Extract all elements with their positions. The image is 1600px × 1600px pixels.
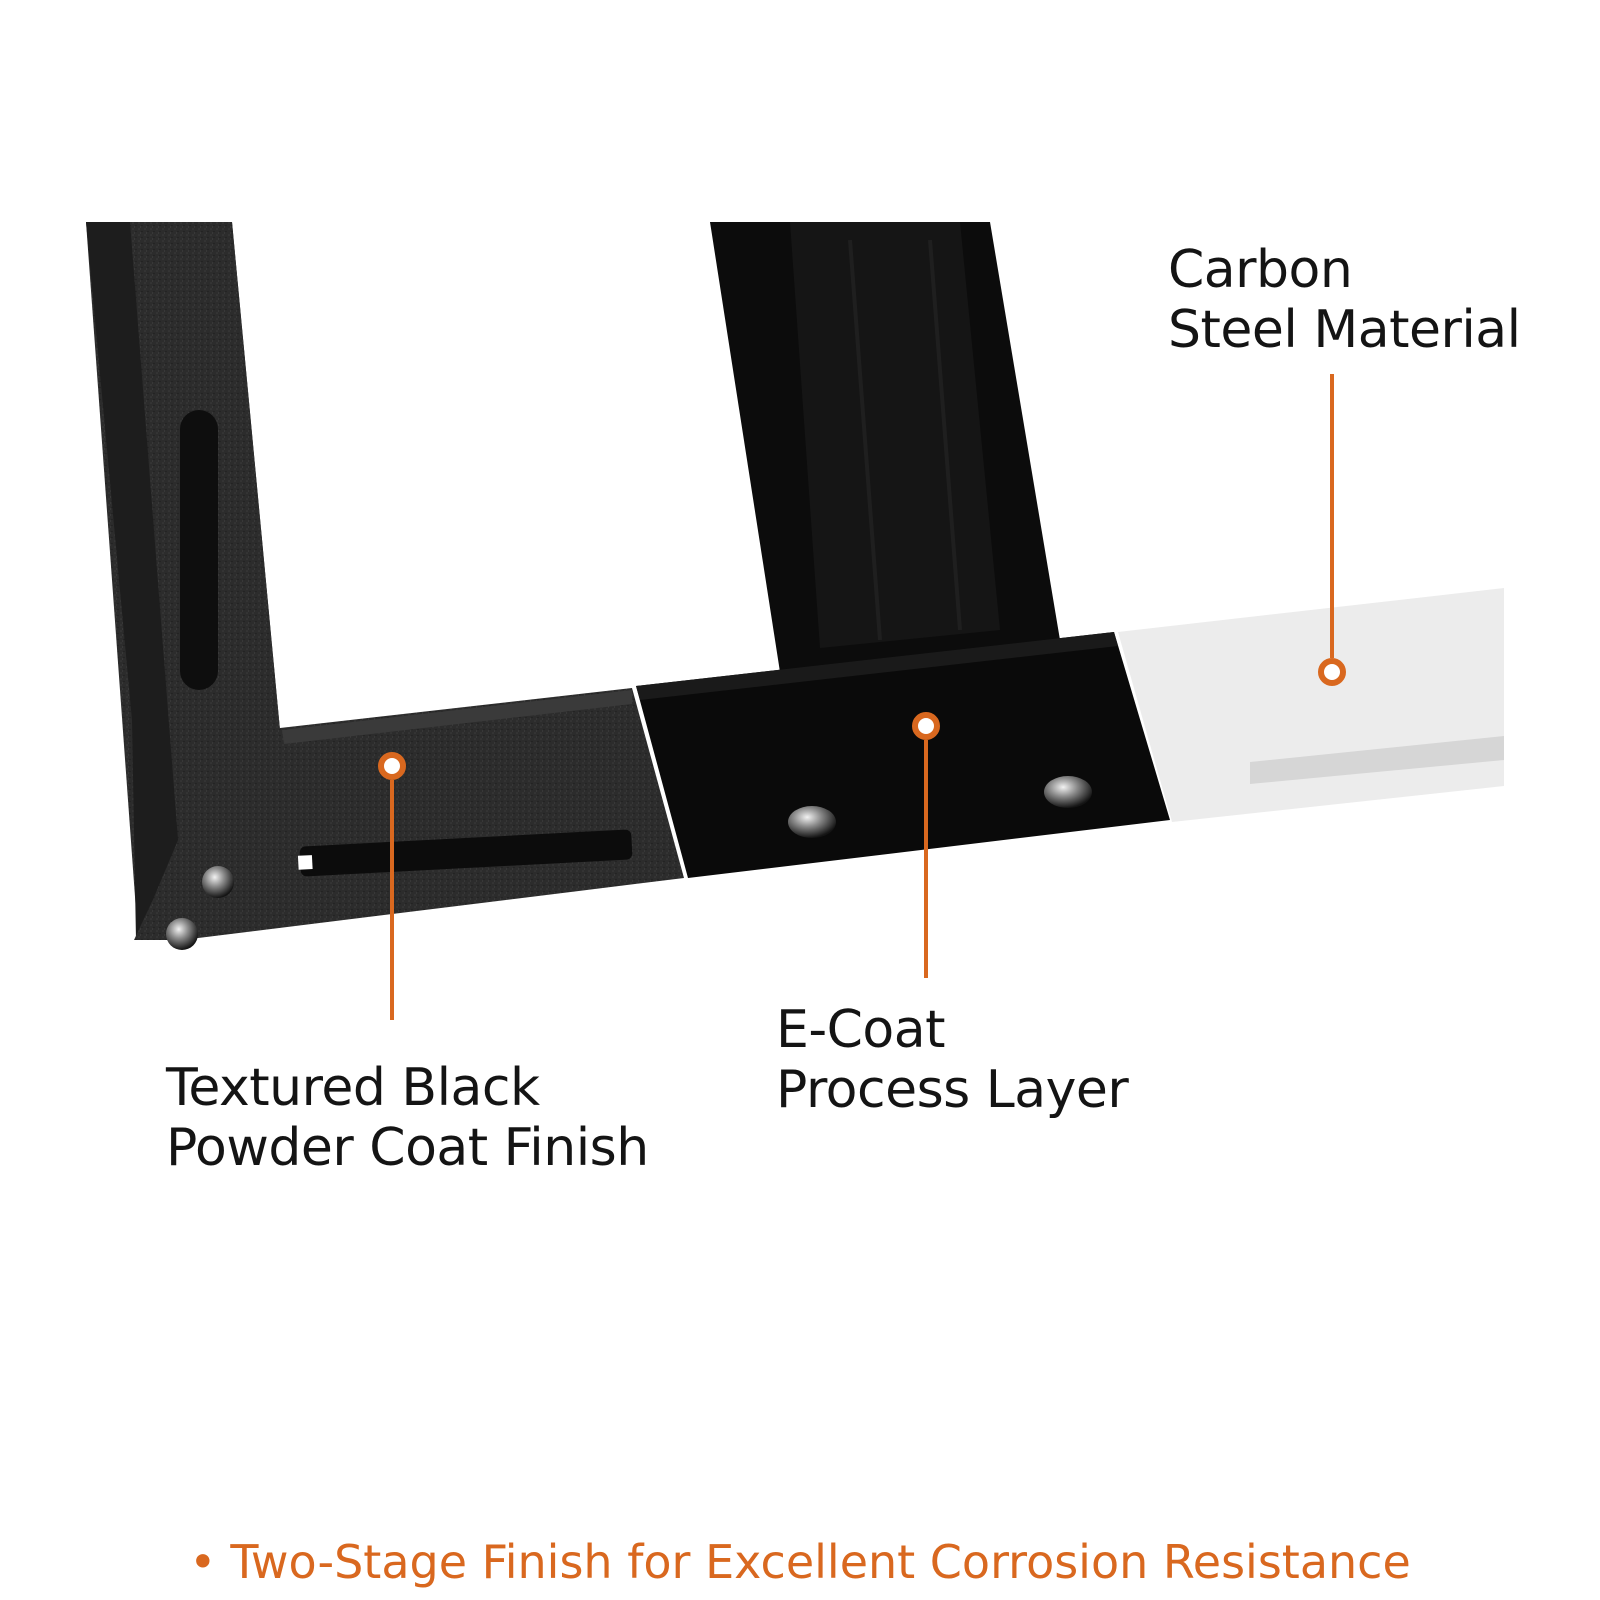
bare-steel-section <box>1118 588 1504 822</box>
bullet-icon: • <box>189 1535 217 1589</box>
callout-marker-carbon <box>1318 374 1346 686</box>
powder-coat-bracket <box>134 688 684 950</box>
bolt-icon <box>202 866 234 898</box>
callout-line: Powder Coat Finish <box>166 1118 649 1178</box>
callout-line: Carbon <box>1168 240 1353 300</box>
bolt-icon <box>788 806 836 838</box>
callout-line: Process Layer <box>776 1060 1129 1120</box>
powder-coat-post <box>86 222 280 940</box>
ecoat-post <box>710 222 1060 672</box>
callout-label-ecoat: E-Coat Process Layer <box>776 1000 1129 1120</box>
callout-label-carbon: Carbon Steel Material <box>1168 240 1521 360</box>
feature-caption-text: Two-Stage Finish for Excellent Corrosion… <box>230 1535 1411 1589</box>
ecoat-section <box>636 632 1170 878</box>
callout-line: Textured Black <box>166 1058 540 1118</box>
feature-caption: •Two-Stage Finish for Excellent Corrosio… <box>0 1534 1600 1590</box>
bolt-icon <box>1044 776 1092 808</box>
bolt-icon <box>166 918 198 950</box>
callout-line: Steel Material <box>1168 300 1521 360</box>
callout-marker-textured <box>378 752 406 1020</box>
callout-label-textured: Textured Black Powder Coat Finish <box>166 1058 649 1178</box>
callout-line: E-Coat <box>776 1000 946 1060</box>
callout-marker-ecoat <box>912 712 940 978</box>
